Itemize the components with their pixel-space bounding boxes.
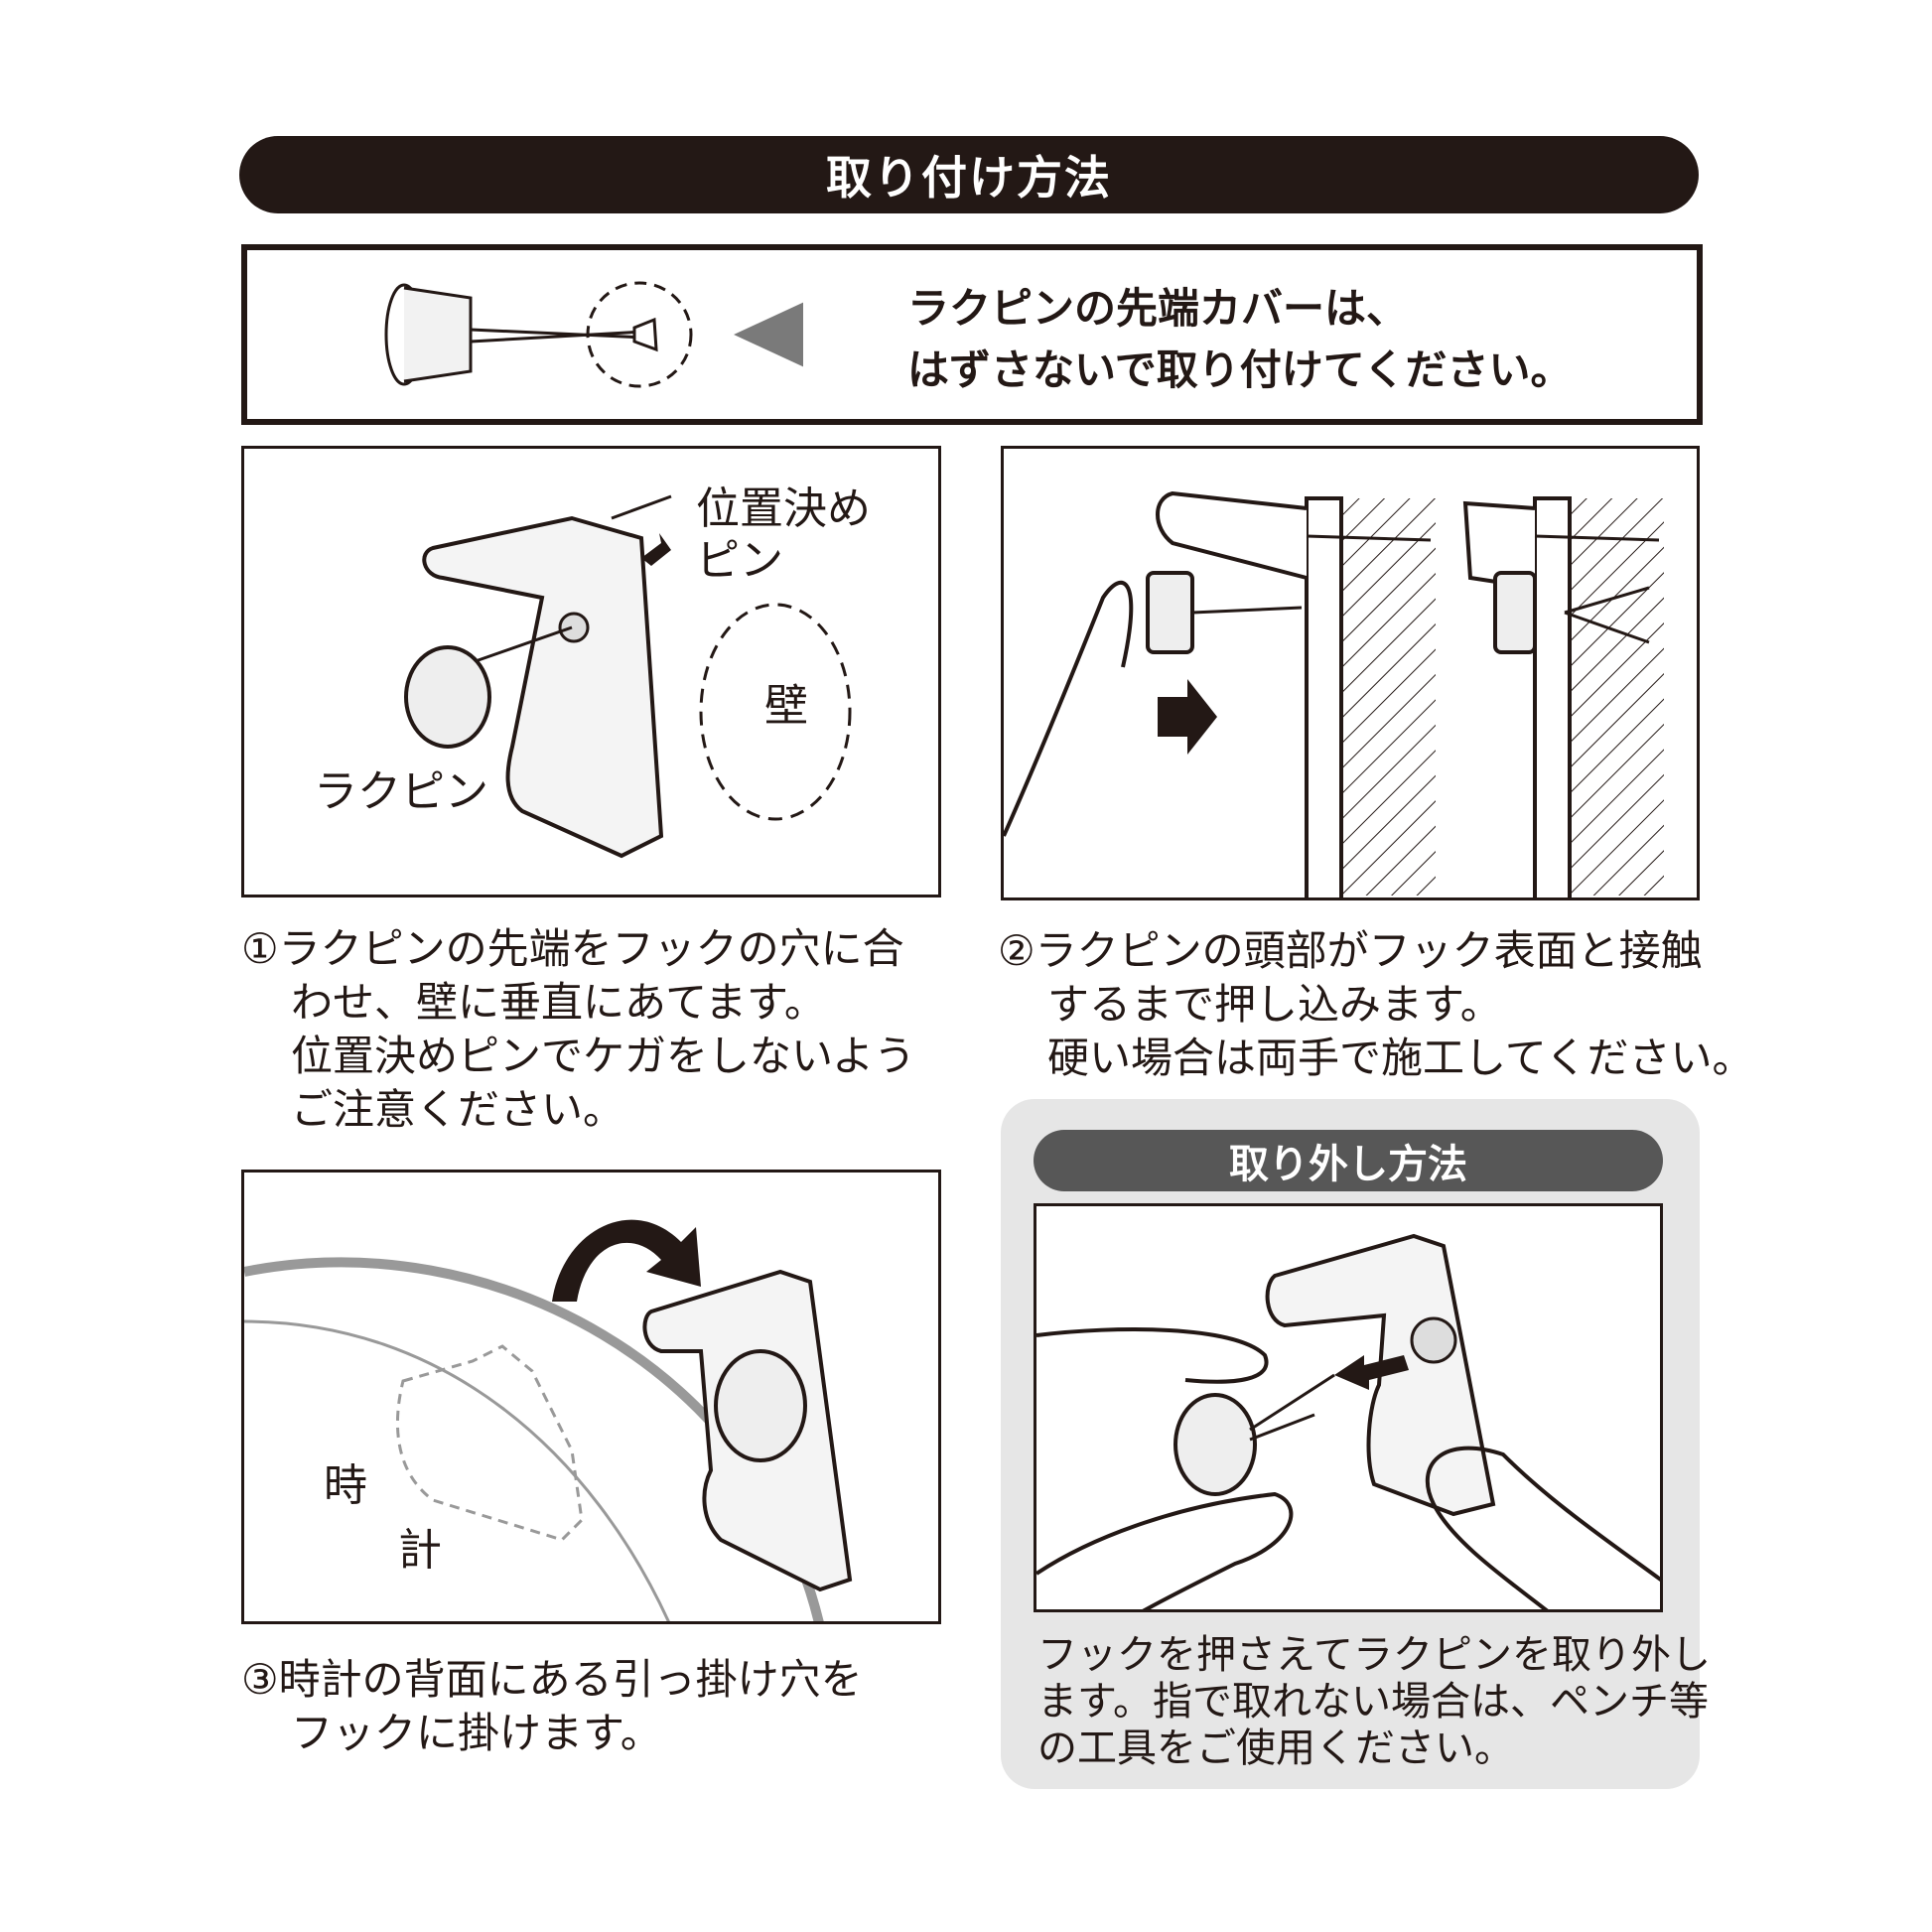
caption-line: ③時計の背面にある引っ掛け穴を bbox=[241, 1655, 863, 1704]
caption-line: ①ラクピンの先端をフックの穴に合 bbox=[241, 924, 904, 973]
removal-title: 取り外し方法 bbox=[1034, 1130, 1663, 1191]
removal-caption: フックを押さえてラクピンを取り外し ます。指で取れない場合は、ペンチ等 の工具を… bbox=[1037, 1632, 1711, 1772]
caption-line: 位置決めピンでケガをしないよう bbox=[291, 1032, 916, 1080]
caption-line: わせ、壁に垂直にあてます。 bbox=[291, 978, 826, 1027]
arrow-right-icon bbox=[1158, 679, 1217, 755]
caption-line: 硬い場合は両手で施工してください。 bbox=[1047, 1034, 1754, 1082]
removal-illustration bbox=[1034, 1203, 1663, 1612]
caption-line: フックを押さえてラクピンを取り外し bbox=[1037, 1632, 1711, 1678]
curved-arrow-icon bbox=[552, 1219, 701, 1302]
label-line: 位置決め bbox=[696, 483, 871, 534]
label-rakupin: ラクピン bbox=[314, 766, 488, 817]
notice-text: ラクピンの先端カバーは、 はずさないで取り付けてください。 bbox=[907, 278, 1572, 401]
pin-cover-illustration bbox=[384, 281, 803, 388]
arrow-left-icon bbox=[1334, 1355, 1409, 1390]
notice-line: ラクピンの先端カバーは、 bbox=[907, 284, 1409, 333]
step3-illustration: 時 計 bbox=[241, 1170, 941, 1624]
page-title: 取り付け方法 bbox=[239, 136, 1699, 213]
caption-line: ②ラクピンの頭部がフック表面と接触 bbox=[998, 926, 1703, 975]
label-wall: 壁 bbox=[757, 682, 807, 726]
notice-box: ラクピンの先端カバーは、 はずさないで取り付けてください。 bbox=[241, 244, 1703, 425]
step1-caption: ①ラクピンの先端をフックの穴に合 わせ、壁に垂直にあてます。 位置決めピンでケガ… bbox=[241, 922, 915, 1137]
caption-line: するまで押し込みます。 bbox=[1047, 980, 1502, 1029]
notice-line: はずさないで取り付けてください。 bbox=[907, 345, 1573, 394]
step2-illustration bbox=[1001, 446, 1700, 900]
arrow-left-icon bbox=[734, 302, 803, 367]
label-positioning-pin: 位置決め ピン bbox=[696, 483, 871, 587]
step2-caption: ②ラクピンの頭部がフック表面と接触 するまで押し込みます。 硬い場合は両手で施工… bbox=[998, 924, 1753, 1085]
label-line: ピン bbox=[696, 535, 783, 586]
caption-line: フックに掛けます。 bbox=[291, 1709, 662, 1757]
caption-line: ます。指で取れない場合は、ペンチ等 bbox=[1037, 1679, 1709, 1725]
label-clock-2: 計 bbox=[398, 1525, 442, 1576]
label-clock-1: 時 bbox=[324, 1460, 367, 1511]
caption-line: の工具をご使用ください。 bbox=[1037, 1725, 1514, 1771]
caption-line: ご注意ください。 bbox=[291, 1085, 625, 1134]
step3-caption: ③時計の背面にある引っ掛け穴を フックに掛けます。 bbox=[241, 1653, 863, 1760]
step1-illustration: 位置決め ピン 壁 ラクピン bbox=[241, 446, 941, 897]
